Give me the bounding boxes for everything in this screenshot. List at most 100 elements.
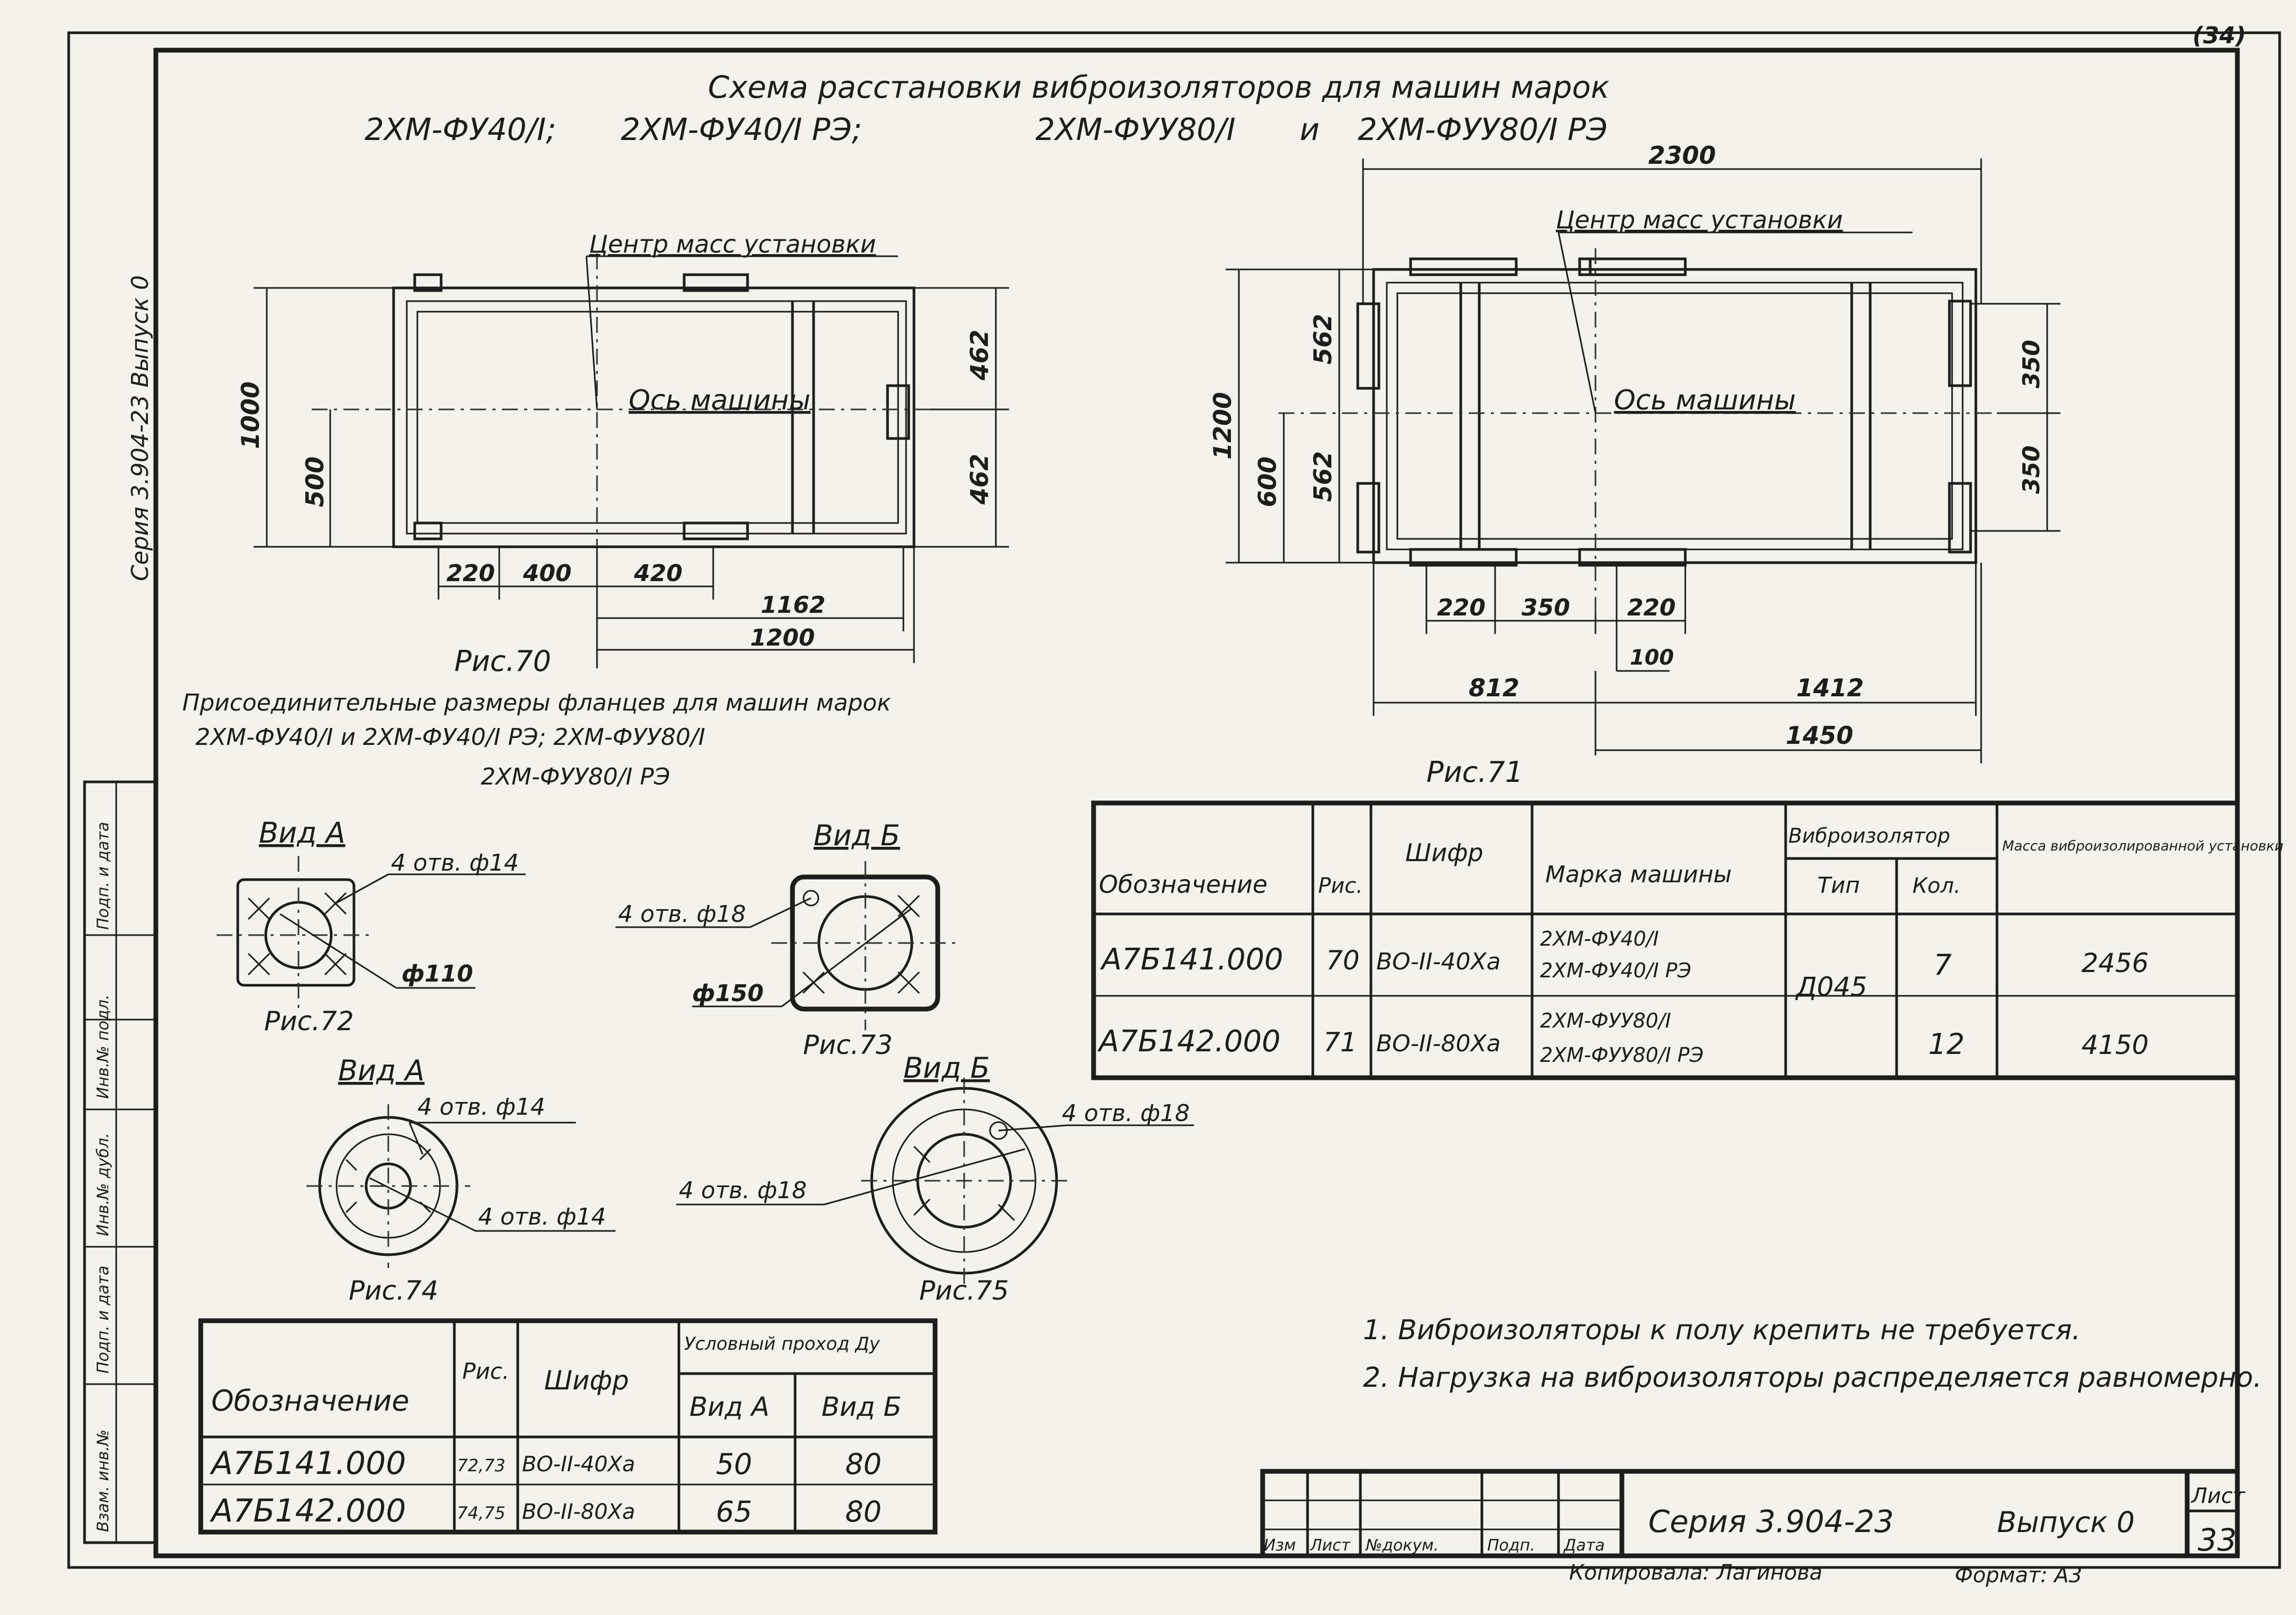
fig70-dim-420: 420: [633, 560, 683, 587]
left-strip: Подп. и дата Инв.№ подл. Инв.№ дубл. Под…: [83, 780, 157, 1544]
tb-row1-ris: 72,73: [457, 1455, 506, 1476]
tt-row2-massa: 4150: [2082, 1030, 2149, 1060]
tt-row2-shifr: ВО-II-80Ха: [1376, 1030, 1501, 1057]
tb-label-list: Лист: [1310, 1536, 1351, 1555]
strip-label-3: Инв.№ дубл.: [94, 1133, 113, 1236]
fig70-axis-label: Ось машины: [629, 385, 810, 416]
fig70-dim-462b: 462: [965, 454, 994, 505]
tb-row2-shifr: ВО-II-80Ха: [522, 1500, 635, 1524]
tt-row1-ris: 70: [1326, 945, 1360, 976]
title-line1: Схема расстановки виброизоляторов для ма…: [708, 69, 1609, 105]
tb-format: Формат: А3: [1955, 1563, 2082, 1588]
tt-row2-ris: 71: [1323, 1027, 1357, 1058]
tt-h-tip: Тип: [1817, 872, 1860, 898]
fig71-dim-1450: 1450: [1786, 721, 1853, 750]
fig70-center-label: Центр масс установки: [589, 230, 876, 258]
fig74-holes1: 4 отв. ф14: [417, 1094, 545, 1121]
tb-row1-oboz: А7Б141.000: [209, 1445, 406, 1482]
fig75-view: Вид Б: [903, 1051, 990, 1085]
fig71-dim-1412: 1412: [1796, 674, 1864, 702]
fig73-holes: 4 отв. ф18: [618, 901, 746, 928]
tb-h-shifr: Шифр: [544, 1365, 629, 1396]
tt-tip-merged: Д045: [1795, 972, 1868, 1002]
tb-sheet-label: Лист: [2190, 1484, 2246, 1508]
fig74-view: Вид А: [338, 1054, 425, 1087]
title-line2a: 2ХМ-ФУ40/I;: [365, 111, 556, 147]
tb-h-ris: Рис.: [462, 1358, 509, 1384]
tb-row2-oboz: А7Б142.000: [209, 1492, 406, 1529]
fig70-dim-1162: 1162: [761, 592, 825, 619]
fig70-dim-1200: 1200: [750, 624, 815, 651]
title-line2b: 2ХМ-ФУ40/I РЭ;: [621, 111, 862, 147]
side-stamp: Серия 3.904-23 Выпуск 0: [127, 275, 154, 581]
tt-h-kol: Кол.: [1912, 874, 1961, 898]
title-line2e: 2ХМ-ФУУ80/I РЭ: [1358, 111, 1608, 147]
title-block: [1260, 1469, 2240, 1558]
fig72-caption: Рис.72: [264, 1006, 354, 1037]
fig70-dim-462a: 462: [965, 330, 994, 381]
tb-label-izm: Изм: [1264, 1536, 1296, 1555]
fig73-view: Вид Б: [814, 819, 900, 852]
fig71-dim-100: 100: [1630, 646, 1674, 670]
strip-label-4: Подп. и дата: [94, 1266, 113, 1374]
fig72-view: Вид А: [259, 816, 346, 849]
fig75-holes1: 4 отв. ф18: [1062, 1100, 1190, 1127]
fig72-drawing: [217, 856, 526, 1009]
fig71-dim-350c: 350: [1522, 594, 1570, 621]
fig73-drawing: [615, 861, 962, 1030]
fig74-caption: Рис.74: [349, 1275, 438, 1306]
tt-row2-kol: 12: [1928, 1028, 1965, 1061]
tb-issue: Выпуск 0: [1997, 1506, 2135, 1539]
tb-sheet-no: 33: [2198, 1522, 2237, 1558]
tt-row1-oboz: А7Б141.000: [1100, 942, 1283, 977]
fig71-center-label: Центр масс установки: [1556, 206, 1843, 234]
tb-label-data: Дата: [1563, 1536, 1605, 1555]
fig70-caption: Рис.70: [454, 645, 551, 678]
note-2: 2. Нагрузка на виброизоляторы распределя…: [1363, 1362, 2262, 1394]
fig70-dim-400: 400: [522, 560, 572, 587]
fig70-drawing: [254, 254, 1009, 668]
fig71-axis-label: Ось машины: [1614, 385, 1796, 416]
tt-row1-kol: 7: [1934, 948, 1952, 982]
fig71-drawing: [1226, 158, 2060, 763]
corner-number: (34): [2192, 22, 2246, 49]
fig70-dim-500: 500: [301, 456, 329, 507]
tt-row2-marka1: 2ХМ-ФУУ80/I: [1540, 1009, 1671, 1032]
tb-h-oboz: Обозначение: [211, 1384, 409, 1417]
fig70-dim-220: 220: [446, 560, 495, 587]
tt-h-vibro: Виброизолятор: [1788, 824, 1950, 847]
tb-label-podp: Подп.: [1487, 1536, 1535, 1555]
tb-row1-vidB: 80: [845, 1448, 882, 1481]
fig71-caption: Рис.71: [1426, 755, 1523, 789]
tt-h-oboz: Обозначение: [1099, 870, 1267, 899]
tt-row1-shifr: ВО-II-40Ха: [1376, 948, 1501, 975]
fig74-holes2: 4 отв. ф14: [478, 1203, 606, 1230]
tb-copied: Копировала: Лагинова: [1569, 1561, 1823, 1585]
strip-label-2: Инв.№ подл.: [94, 995, 113, 1099]
outer-frame: [67, 31, 2281, 1569]
title-line2c: 2ХМ-ФУУ80/I: [1035, 111, 1236, 147]
tt-row2-marka2: 2ХМ-ФУУ80/I РЭ: [1540, 1043, 1704, 1067]
fig71-dim-562a: 562: [1309, 314, 1337, 365]
fig71-dim-220a: 220: [1437, 594, 1486, 621]
tt-h-marka: Марка машины: [1545, 861, 1732, 888]
fig73-dia: ф150: [692, 980, 764, 1007]
fig71-dim-2300: 2300: [1648, 141, 1716, 170]
table-top: [1091, 800, 2240, 1080]
tb-series: Серия 3.904-23: [1648, 1504, 1894, 1539]
flanges-heading1: Присоединительные размеры фланцев для ма…: [182, 689, 891, 716]
tb-row2-vidA: 65: [716, 1495, 752, 1528]
tb-h-uslovny: Условный проход Ду: [684, 1333, 880, 1355]
title-line2d: и: [1300, 111, 1320, 147]
fig75-drawing: [676, 1078, 1194, 1284]
tb-row1-shifr: ВО-II-40Ха: [522, 1452, 635, 1477]
note-1: 1. Виброизоляторы к полу крепить не треб…: [1363, 1314, 2080, 1346]
flanges-heading3: 2ХМ-ФУУ80/I РЭ: [481, 763, 670, 790]
tt-h-ris: Рис.: [1318, 874, 1363, 898]
tb-h-vidA: Вид А: [689, 1392, 769, 1422]
tt-row1-marka1: 2ХМ-ФУ40/I: [1540, 927, 1659, 950]
fig70-dim-1000: 1000: [236, 381, 265, 449]
fig73-caption: Рис.73: [803, 1030, 893, 1060]
table-bottom: [198, 1318, 938, 1535]
